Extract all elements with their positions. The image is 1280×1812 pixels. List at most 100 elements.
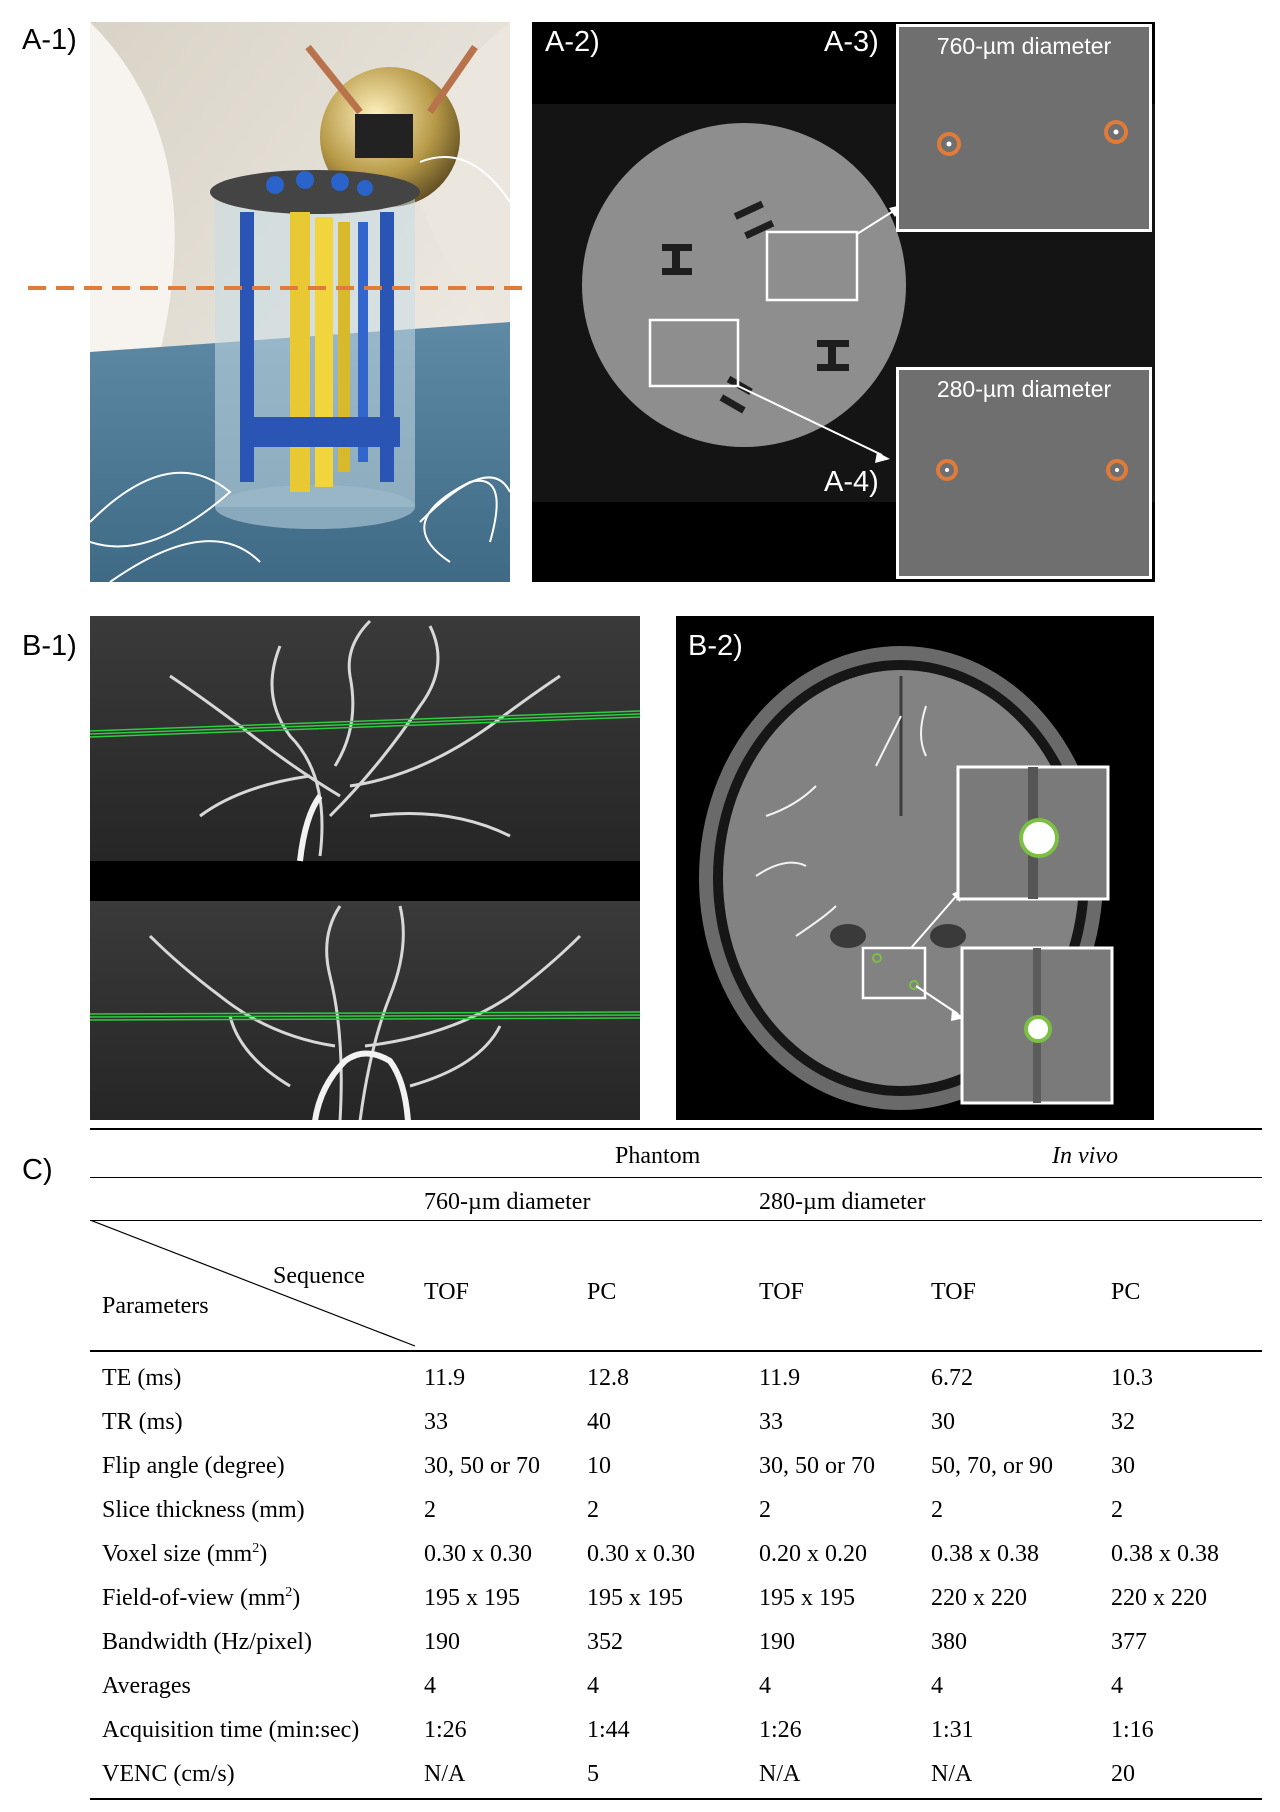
row-label-text: VENC (cm/s) (102, 1761, 235, 1787)
table-cell: 1:26 (759, 1717, 802, 1743)
table-cell: N/A (759, 1761, 801, 1787)
table-cell: 2 (587, 1497, 599, 1523)
angiography-mip-panel (90, 616, 640, 1120)
row-label-text: TR (ms) (102, 1409, 183, 1435)
table-cell: 4 (424, 1673, 436, 1699)
table-cell: 11.9 (424, 1365, 466, 1391)
table-cell: 195 x 195 (759, 1585, 855, 1611)
row-label: TR (ms) (102, 1408, 183, 1436)
phantom-photo (90, 22, 510, 582)
table-cell: 220 x 220 (931, 1585, 1027, 1611)
inset-760um-title: 760-µm diameter (936, 33, 1112, 59)
row-label: TE (ms) (102, 1364, 181, 1392)
row-label-superscript: 2 (252, 1541, 260, 1556)
table-cell: 4 (587, 1673, 599, 1699)
header-phantom: Phantom (615, 1143, 701, 1169)
table-cell: 4 (1111, 1673, 1123, 1699)
column-header: TOF (931, 1279, 976, 1305)
inset-280um-title: 280-µm diameter (936, 376, 1112, 402)
table-cell: 4 (759, 1673, 771, 1699)
corner-diagonal (90, 1220, 416, 1347)
table-cell: 10.3 (1111, 1365, 1153, 1391)
row-label: Voxel size (mm2) (102, 1540, 267, 1568)
panel-label-a4: A-4) (824, 466, 879, 498)
row-label: Slice thickness (mm) (102, 1496, 305, 1524)
row-label-text: Acquisition time (min:sec) (102, 1717, 360, 1743)
row-label-text: TE (ms) (102, 1365, 182, 1391)
table-cell: 2 (759, 1497, 771, 1523)
header-in-vivo: In vivo (1052, 1143, 1118, 1169)
table-cell: 195 x 195 (424, 1585, 520, 1611)
row-label: Averages (102, 1672, 191, 1700)
table-cell: 32 (1111, 1409, 1135, 1435)
header-760um: 760-µm diameter (424, 1189, 591, 1215)
column-header: PC (587, 1279, 617, 1305)
panel-label-a2: A-2) (545, 26, 600, 58)
header-280um: 280-µm diameter (759, 1189, 926, 1215)
slice-position-line (28, 286, 538, 290)
table-cell: 30, 50 or 70 (424, 1453, 540, 1479)
table-cell: 2 (931, 1497, 943, 1523)
panel-label-b1: B-1) (22, 630, 77, 662)
row-label-text: Field-of-view (mm (102, 1585, 286, 1611)
row-label-text: Flip angle (degree) (102, 1453, 285, 1479)
table-cell: 220 x 220 (1111, 1585, 1207, 1611)
table-cell: 352 (587, 1629, 623, 1655)
table-cell: N/A (931, 1761, 973, 1787)
panel-label-a3: A-3) (824, 26, 879, 58)
row-label-tail: ) (292, 1585, 301, 1611)
table-cell: 5 (587, 1761, 599, 1787)
table-cell: 40 (587, 1409, 611, 1435)
row-label-text: Voxel size (mm (102, 1541, 253, 1567)
corner-parameters: Parameters (102, 1293, 209, 1319)
row-label: Flip angle (degree) (102, 1452, 285, 1480)
table-cell: 4 (931, 1673, 943, 1699)
table-cell: 0.38 x 0.38 (1111, 1541, 1219, 1567)
table-cell: 195 x 195 (587, 1585, 683, 1611)
panel-label-b2: B-2) (688, 630, 743, 662)
table-cell: 50, 70, or 90 (931, 1453, 1053, 1479)
table-cell: 12.8 (587, 1365, 629, 1391)
table-cell: 30, 50 or 70 (759, 1453, 875, 1479)
inset-760um: 760-µm diameter (896, 24, 1152, 232)
row-label-text: Bandwidth (Hz/pixel) (102, 1629, 312, 1655)
table-cell: 0.20 x 0.20 (759, 1541, 867, 1567)
row-label-text: Slice thickness (mm) (102, 1497, 305, 1523)
phantom-mri-panel: 760-µm diameter 280-µm diameter (532, 22, 1155, 582)
panel-label-c: C) (22, 1154, 53, 1186)
panel-label-a1: A-1) (22, 24, 77, 56)
parameters-table: Phantom In vivo 760-µm diameter 280-µm d… (90, 1128, 1262, 1800)
column-header: TOF (759, 1279, 804, 1305)
column-header: TOF (424, 1279, 469, 1305)
row-label-tail: ) (259, 1541, 268, 1567)
table-cell: 11.9 (759, 1365, 801, 1391)
table-cell: 380 (931, 1629, 967, 1655)
row-label: Bandwidth (Hz/pixel) (102, 1628, 312, 1656)
table-cell: 1:31 (931, 1717, 974, 1743)
row-label: VENC (cm/s) (102, 1760, 235, 1788)
table-cell: 190 (424, 1629, 460, 1655)
table-cell: 30 (1111, 1453, 1135, 1479)
table-cell: 377 (1111, 1629, 1147, 1655)
table-cell: 1:16 (1111, 1717, 1154, 1743)
table-cell: 1:44 (587, 1717, 630, 1743)
table-cell: 0.38 x 0.38 (931, 1541, 1039, 1567)
table-cell: 30 (931, 1409, 955, 1435)
row-label-superscript: 2 (285, 1585, 293, 1600)
row-label-text: Averages (102, 1673, 191, 1699)
brain-axial-panel (676, 616, 1154, 1120)
table-cell: 0.30 x 0.30 (587, 1541, 695, 1567)
table-cell: 33 (424, 1409, 448, 1435)
column-header: PC (1111, 1279, 1141, 1305)
table-cell: 10 (587, 1453, 611, 1479)
table-cell: 1:26 (424, 1717, 467, 1743)
table-cell: 0.30 x 0.30 (424, 1541, 532, 1567)
table-cell: 33 (759, 1409, 783, 1435)
table-cell: 20 (1111, 1761, 1135, 1787)
inset-280um: 280-µm diameter (896, 367, 1152, 579)
corner-sequence: Sequence (273, 1263, 365, 1289)
row-label: Acquisition time (min:sec) (102, 1716, 359, 1744)
table-cell: 2 (1111, 1497, 1123, 1523)
table-cell: 2 (424, 1497, 436, 1523)
table-cell: 190 (759, 1629, 795, 1655)
